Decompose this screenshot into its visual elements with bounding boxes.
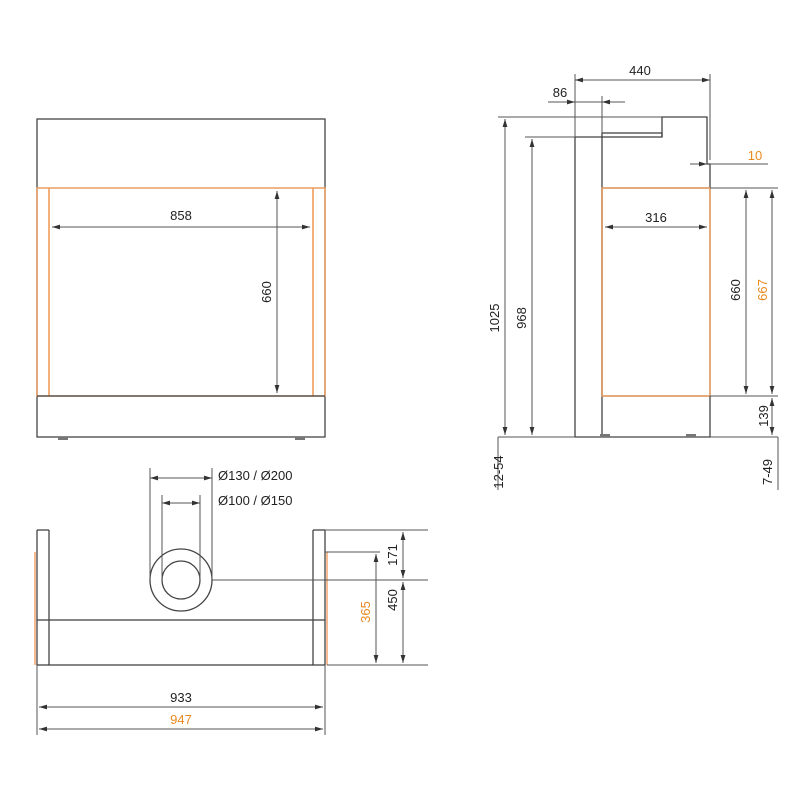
front-width-label: 858 <box>170 208 192 223</box>
flue-inner-label: Ø100 / Ø150 <box>218 493 292 508</box>
side-opening-height-alt-label: 667 <box>755 279 770 301</box>
top-width-alt-label: 947 <box>170 712 192 727</box>
side-foot-left <box>600 434 610 437</box>
front-foot-left <box>58 437 68 440</box>
top-depth-alt-label: 365 <box>358 601 373 623</box>
top-view: Ø130 / Ø200 Ø100 / Ø150 171 450 365 933 … <box>34 468 428 735</box>
side-top-profile <box>661 116 711 188</box>
front-height-label: 660 <box>259 281 274 303</box>
side-base <box>575 396 711 438</box>
top-flue-center-label: 171 <box>385 544 400 566</box>
side-total-height-label: 1025 <box>487 304 502 333</box>
side-rear-label: 86 <box>553 85 567 100</box>
top-front-frame <box>36 619 326 666</box>
side-opening-height-label: 660 <box>728 279 743 301</box>
front-right-glass <box>312 187 326 397</box>
flue-inner-circle <box>161 560 201 600</box>
side-flue-collar <box>601 132 663 138</box>
flue-outer-circle <box>149 548 213 612</box>
flue-outer-label: Ø130 / Ø200 <box>218 468 292 483</box>
top-width-label: 933 <box>170 690 192 705</box>
side-opening-depth-label: 316 <box>645 210 667 225</box>
front-left-glass <box>36 187 50 397</box>
side-leg-left-label: 12-54 <box>491 455 506 488</box>
side-view: 440 86 10 316 1025 968 660 667 139 12-54… <box>487 63 779 490</box>
side-flue-offset-label: 10 <box>748 148 762 163</box>
side-depth-label: 440 <box>629 63 651 78</box>
front-body-outline <box>36 118 326 438</box>
side-base-height-label: 139 <box>756 405 771 427</box>
side-foot-right <box>686 434 696 437</box>
side-body-height-label: 968 <box>514 307 529 329</box>
side-leg-right-label: 7-49 <box>760 459 775 485</box>
top-depth-label: 450 <box>385 589 400 611</box>
side-glass <box>601 187 711 397</box>
front-foot-right <box>295 437 305 440</box>
front-view: 858 660 <box>36 118 326 440</box>
